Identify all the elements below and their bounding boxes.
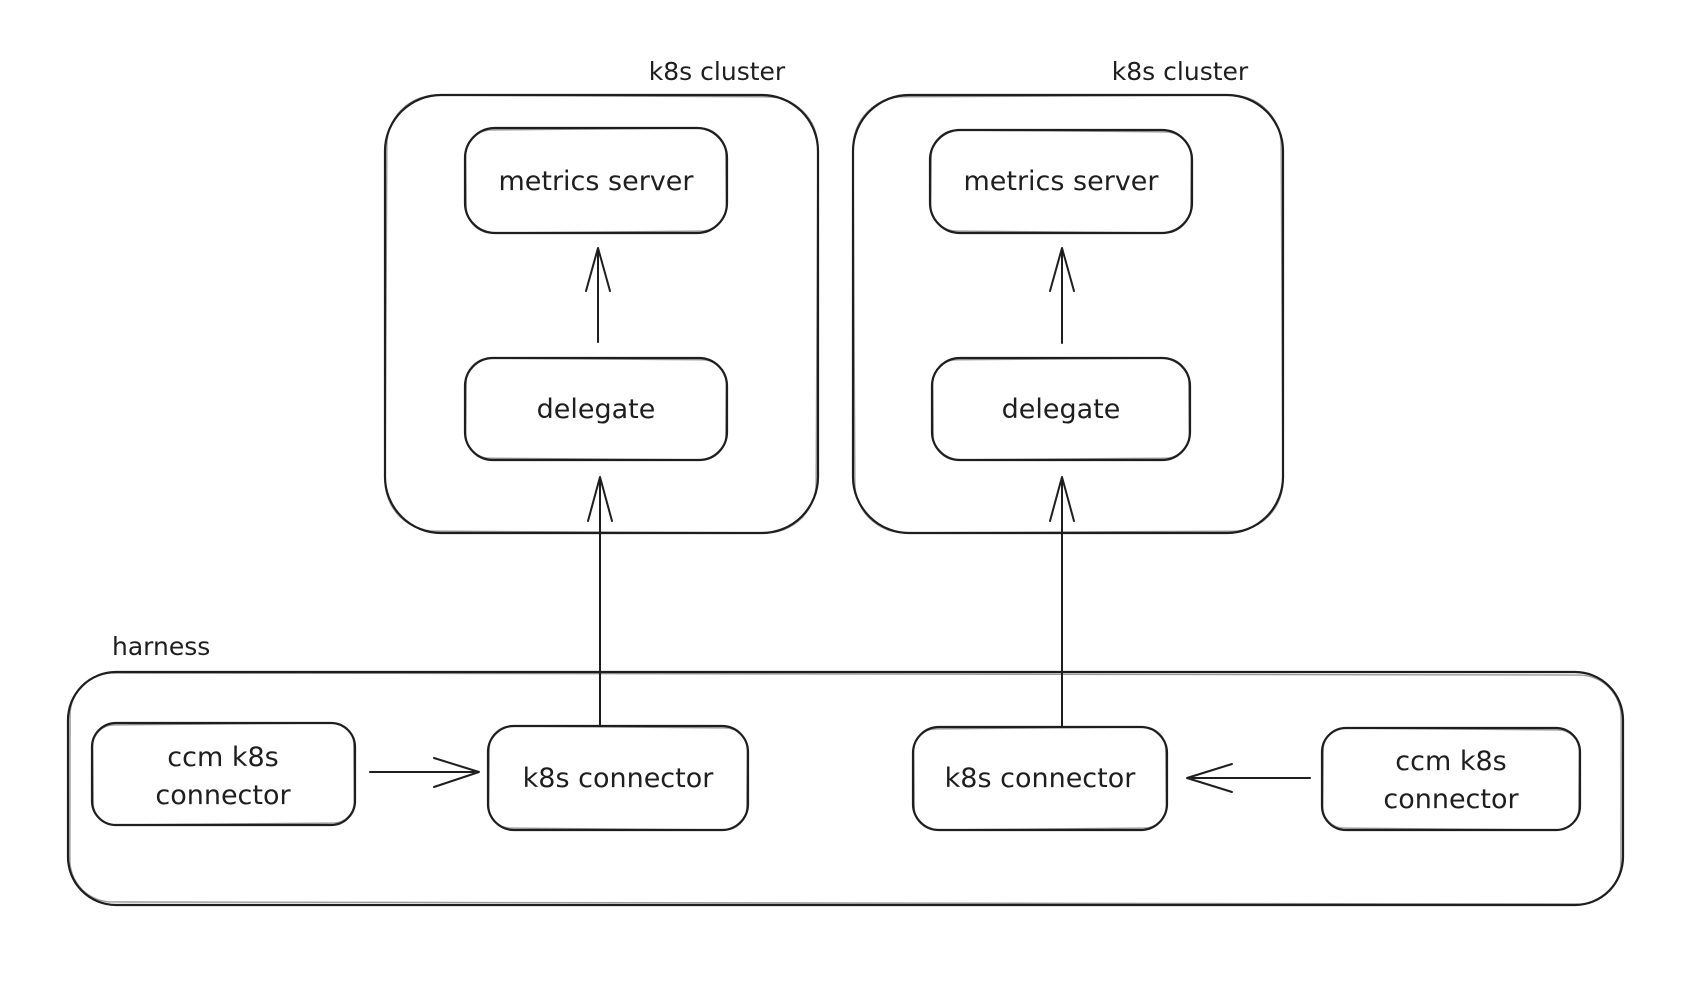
metrics-server-2-box — [928, 128, 1194, 235]
k8s-connector-left-box-sketch-echo — [488, 725, 748, 831]
k8s-connector-left-box — [486, 724, 750, 832]
cluster-1-box-sketch-echo — [384, 94, 819, 534]
delegate-2-label: delegate — [1002, 394, 1121, 425]
metrics-server-node-2: metrics server — [928, 128, 1194, 235]
k8s-connector-left-node: k8s connector — [486, 724, 750, 832]
ccm-k8s-connector-right-node: ccm k8s connector — [1320, 726, 1582, 832]
metrics-server-2-label: metrics server — [963, 166, 1159, 197]
k8s-cluster-1: k8s cluster metrics server delegate — [383, 57, 820, 535]
delegate-1-label: delegate — [537, 394, 656, 425]
cluster-2-label: k8s cluster — [1112, 57, 1249, 86]
ccm-k8s-connector-right-label-line1: ccm k8s — [1395, 746, 1506, 777]
delegate-2-box-sketch-echo — [932, 357, 1190, 461]
ccm-k8s-connector-left-label-line1: ccm k8s — [167, 742, 278, 773]
delegate-1-box-sketch-echo — [465, 357, 727, 461]
ccm-k8s-connector-right-box — [1320, 726, 1582, 832]
delegate-node-1: delegate — [463, 356, 729, 462]
metrics-server-node-1: metrics server — [463, 126, 729, 235]
delegate-node-2: delegate — [930, 356, 1192, 462]
arrow-delegate-to-metrics-2 — [1049, 247, 1075, 344]
harness: harness ccm k8s connector k8s connector … — [66, 632, 1625, 907]
harness-box — [66, 670, 1625, 907]
delegate-1-box — [463, 356, 729, 462]
k8s-connector-right-node: k8s connector — [911, 725, 1169, 832]
ccm-k8s-connector-left-label-line2: connector — [155, 780, 291, 811]
metrics-server-1-box-sketch-echo — [465, 127, 727, 234]
arrow-ccm-to-k8s-connector-left — [369, 757, 480, 788]
k8s-connector-right-box — [911, 725, 1169, 832]
arrow-k8s-connector-to-delegate-2 — [1049, 476, 1075, 728]
ccm-k8s-connector-left-box-sketch-echo — [92, 722, 355, 826]
cluster-2-box-sketch-echo — [852, 94, 1284, 534]
arrow-k8s-connector-to-delegate-1 — [587, 476, 613, 727]
arrow-ccm-to-k8s-connector-right — [1186, 763, 1311, 793]
metrics-server-1-box — [463, 126, 729, 235]
k8s-cluster-2: k8s cluster metrics server delegate — [851, 57, 1285, 535]
ccm-k8s-connector-right-label-line2: connector — [1383, 784, 1519, 815]
ccm-k8s-connector-left-node: ccm k8s connector — [90, 721, 357, 827]
delegate-2-box — [930, 356, 1192, 462]
cluster-2-box — [851, 93, 1285, 535]
k8s-connector-left-label: k8s connector — [523, 763, 715, 794]
cluster-1-label: k8s cluster — [649, 57, 786, 86]
ccm-k8s-connector-left-box — [90, 721, 357, 827]
harness-box-sketch-echo — [69, 672, 1622, 905]
k8s-connector-right-label: k8s connector — [945, 763, 1137, 794]
arrow-delegate-to-metrics-1 — [585, 247, 611, 343]
k8s-connector-right-box-sketch-echo — [913, 726, 1167, 831]
metrics-server-2-box-sketch-echo — [930, 129, 1192, 234]
harness-label: harness — [112, 632, 210, 661]
ccm-k8s-connector-right-box-sketch-echo — [1322, 727, 1580, 831]
metrics-server-1-label: metrics server — [498, 166, 694, 197]
cluster-1-box — [383, 93, 820, 535]
